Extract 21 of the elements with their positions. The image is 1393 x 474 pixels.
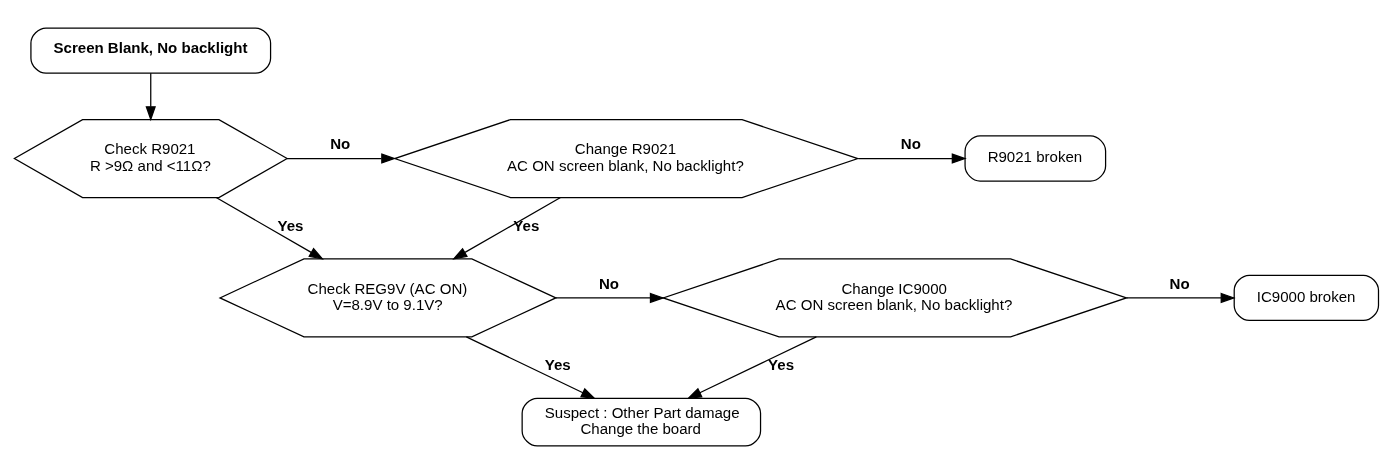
edge-label: Yes [277,216,304,234]
arrow [686,336,817,400]
edge-label: Yes [768,356,795,374]
edge-label: No [330,135,351,153]
arrow [215,196,324,260]
node-box: Suspect : Other Part damage Change the board [521,397,762,447]
arrow [145,72,157,122]
edge-label: No [598,274,619,292]
arrow [1125,292,1236,304]
edge-label: No [900,135,921,153]
node-box: R9021 broken [964,135,1107,182]
arrow [555,292,665,304]
edge-label: Yes [544,356,571,374]
node-box: Screen Blank, No backlight [30,27,272,74]
arrow [465,336,596,400]
node-box: IC9000 broken [1233,274,1380,322]
edge-label: Yes [513,216,540,234]
arrow [857,153,967,164]
arrow [452,196,562,260]
arrow [286,153,397,164]
edge-label: No [1169,274,1190,292]
